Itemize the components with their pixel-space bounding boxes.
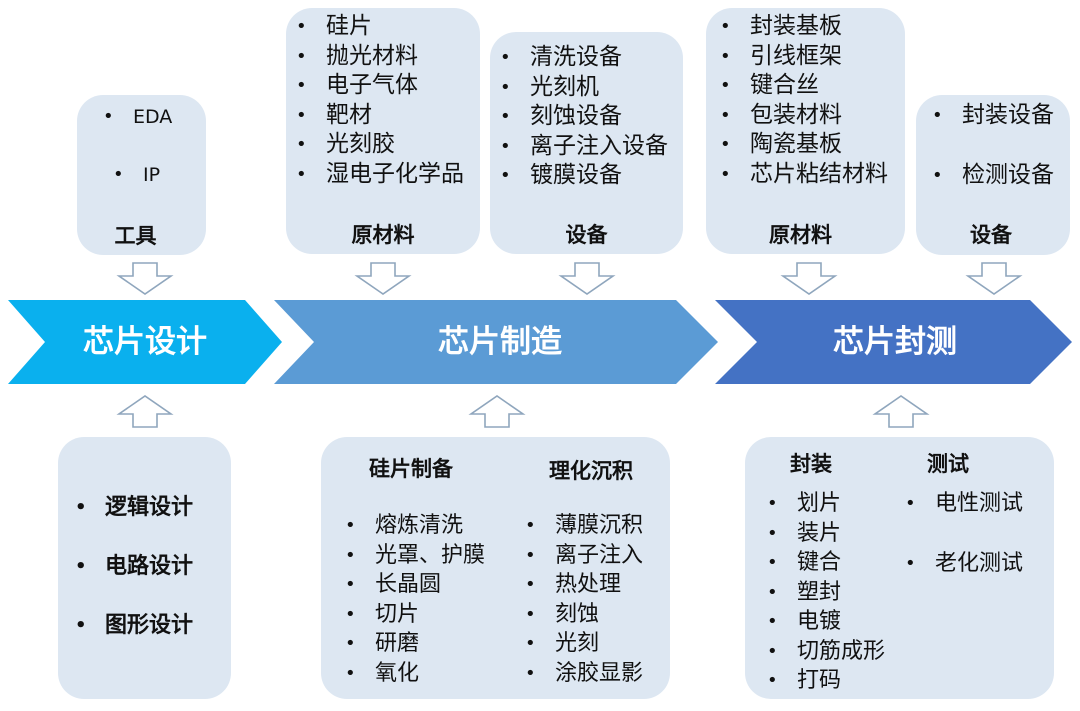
list-item: 打码	[767, 666, 885, 696]
list-item: 涂胶显影	[525, 659, 643, 689]
physchem-deposition-list: 薄膜沉积 离子注入 热处理 刻蚀 光刻 涂胶显影	[525, 511, 643, 689]
packaging-test-stage-chevron	[715, 300, 1072, 384]
packaging-test-process-box: 封装 划片 装片 键合 塑封 电镀 切筋成形 打码 测试 电性测试 老化测试	[745, 437, 1054, 699]
list-item: 芯片粘结材料	[720, 160, 888, 190]
list-item: 热处理	[525, 570, 643, 600]
up-arrow-icon	[872, 395, 930, 428]
list-item: 封装基板	[720, 12, 888, 42]
list-item: 光刻机	[500, 73, 668, 103]
list-item: 图形设计	[75, 611, 193, 641]
testing-title: 测试	[927, 452, 969, 476]
list-item: 光刻胶	[296, 130, 464, 160]
list-item: 离子注入	[525, 541, 643, 571]
packaging-list: 划片 装片 键合 塑封 电镀 切筋成形 打码	[767, 489, 885, 696]
design-stage-chevron	[8, 300, 282, 384]
up-arrow-icon	[468, 395, 526, 428]
list-item: 熔炼清洗	[345, 511, 485, 541]
list-item: 研磨	[345, 629, 485, 659]
design-stage-label: 芯片设计	[83, 324, 207, 360]
list-item: 封装设备	[932, 101, 1054, 131]
list-item: 键合	[767, 548, 885, 578]
mfg-equipment-list: 清洗设备 光刻机 刻蚀设备 离子注入设备 镀膜设备	[500, 43, 668, 191]
list-item: 切筋成形	[767, 637, 885, 667]
list-item: 电性测试	[905, 489, 1023, 519]
list-item: IP	[113, 162, 182, 188]
list-item: 电子气体	[296, 71, 464, 101]
design-tools-list: EDA IP	[103, 104, 173, 188]
list-item: 检测设备	[932, 161, 1054, 191]
list-item: 硅片	[296, 12, 464, 42]
pkg-equipment-box: 封装设备 检测设备 设备	[916, 95, 1070, 255]
pkg-equipment-title: 设备	[970, 223, 1012, 247]
list-item: 清洗设备	[500, 43, 668, 73]
list-item: 薄膜沉积	[525, 511, 643, 541]
list-item: 引线框架	[720, 42, 888, 72]
list-item: 划片	[767, 489, 885, 519]
wafer-prep-title: 硅片制备	[369, 457, 453, 481]
mfg-materials-title: 原材料	[351, 223, 415, 247]
pkg-materials-box: 封装基板 引线框架 键合丝 包装材料 陶瓷基板 芯片粘结材料 原材料	[706, 8, 905, 254]
list-item: 刻蚀	[525, 600, 643, 630]
mfg-equipment-title: 设备	[565, 223, 608, 247]
list-item: 湿电子化学品	[296, 160, 464, 190]
packaging-title: 封装	[790, 452, 832, 476]
list-item: 包装材料	[720, 101, 888, 131]
physchem-deposition-title: 理化沉积	[549, 459, 633, 483]
mfg-equipment-box: 清洗设备 光刻机 刻蚀设备 离子注入设备 镀膜设备 设备	[490, 32, 683, 254]
pkg-materials-list: 封装基板 引线框架 键合丝 包装材料 陶瓷基板 芯片粘结材料	[720, 12, 888, 190]
list-item: 氧化	[345, 659, 485, 689]
down-arrow-icon	[558, 262, 616, 295]
design-tools-title: 工具	[114, 224, 157, 248]
pkg-materials-title: 原材料	[769, 223, 832, 247]
mfg-materials-box: 硅片 抛光材料 电子气体 靶材 光刻胶 湿电子化学品 原材料	[286, 8, 480, 254]
design-process-box: 逻辑设计 电路设计 图形设计	[58, 437, 231, 699]
list-item: 老化测试	[905, 549, 1023, 579]
list-item: 电路设计	[75, 552, 193, 582]
list-item: 长晶圆	[345, 570, 485, 600]
mfg-materials-list: 硅片 抛光材料 电子气体 靶材 光刻胶 湿电子化学品	[296, 12, 464, 190]
list-item: 刻蚀设备	[500, 102, 668, 132]
wafer-prep-list: 熔炼清洗 光罩、护膜 长晶圆 切片 研磨 氧化	[345, 511, 485, 689]
packaging-test-stage-label: 芯片封测	[833, 324, 957, 360]
down-arrow-icon	[354, 262, 412, 295]
list-item: 装片	[767, 519, 885, 549]
down-arrow-icon	[965, 262, 1023, 295]
manufacturing-process-box: 硅片制备 熔炼清洗 光罩、护膜 长晶圆 切片 研磨 氧化 理化沉积 薄膜沉积 离…	[321, 437, 670, 699]
testing-list: 电性测试 老化测试	[905, 489, 1023, 579]
list-item: 靶材	[296, 101, 464, 131]
down-arrow-icon	[780, 262, 838, 295]
design-tools-box: EDA IP 工具	[77, 95, 206, 255]
manufacturing-stage-chevron	[274, 300, 718, 384]
list-item: 逻辑设计	[75, 493, 193, 523]
list-item: 离子注入设备	[500, 132, 668, 162]
list-item: EDA	[103, 104, 173, 130]
list-item: 光刻	[525, 629, 643, 659]
list-item: 抛光材料	[296, 42, 464, 72]
manufacturing-stage-label: 芯片制造	[438, 324, 562, 360]
list-item: 塑封	[767, 578, 885, 608]
list-item: 切片	[345, 600, 485, 630]
design-process-list: 逻辑设计 电路设计 图形设计	[75, 493, 193, 641]
pkg-equipment-list: 封装设备 检测设备	[932, 101, 1054, 191]
list-item: 键合丝	[720, 71, 888, 101]
up-arrow-icon	[116, 395, 174, 428]
list-item: 光罩、护膜	[345, 541, 485, 571]
list-item: 电镀	[767, 607, 885, 637]
down-arrow-icon	[116, 262, 174, 295]
list-item: 陶瓷基板	[720, 130, 888, 160]
list-item: 镀膜设备	[500, 161, 668, 191]
